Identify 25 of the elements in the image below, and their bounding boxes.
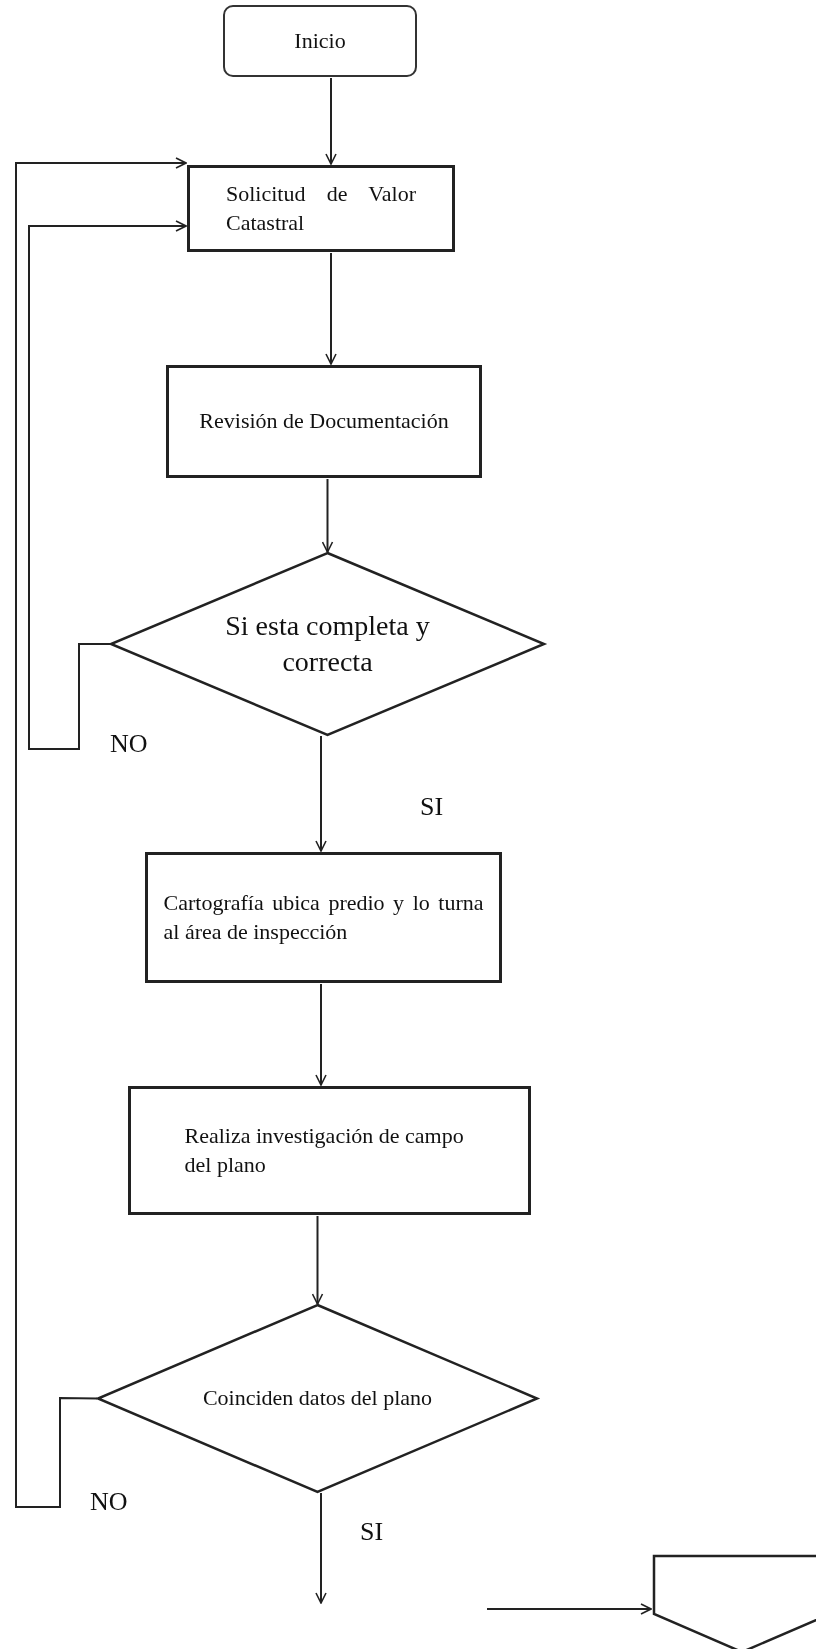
node-label: Coinciden datos del plano	[201, 1384, 434, 1413]
node-label: Si esta completa y correcta	[224, 608, 431, 679]
arrow	[321, 478, 334, 553]
node-label: Cartografía ubica predio y lo turna al área de inspección	[163, 888, 484, 946]
process-box	[187, 165, 455, 252]
node-label: Inicio	[294, 26, 346, 55]
node-label: Realiza investigación de campo del plano	[184, 1121, 465, 1179]
arrow	[325, 252, 337, 365]
arrow	[311, 1215, 324, 1305]
process-box	[145, 852, 502, 983]
arrow	[315, 735, 327, 852]
process-box	[128, 1086, 531, 1215]
arrow	[315, 983, 327, 1086]
start-terminal	[223, 5, 417, 77]
decision-diamond	[110, 552, 545, 736]
arrow	[486, 1603, 652, 1615]
node-label: Revisión de Documentación	[198, 407, 450, 436]
arrow	[325, 77, 337, 165]
process-box	[166, 365, 482, 478]
node-label: Solicitud de Valor Catastral	[226, 179, 416, 237]
arrow	[15, 157, 187, 1508]
arrow	[28, 220, 187, 750]
decision-diamond	[97, 1304, 538, 1493]
arrow	[315, 1492, 327, 1604]
off-page-connector	[652, 1554, 816, 1649]
